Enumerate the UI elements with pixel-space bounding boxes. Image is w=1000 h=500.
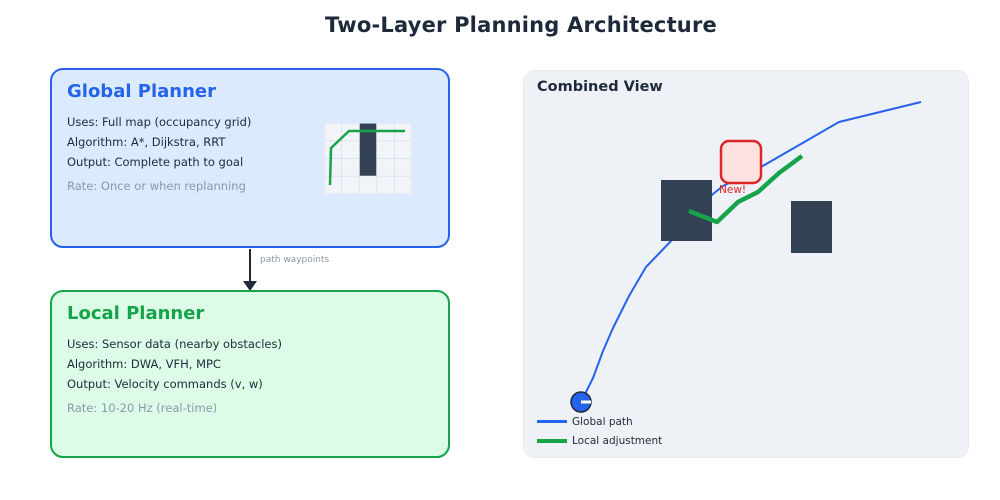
global-planner-box: Global Planner Uses: Full map (occupancy… — [50, 68, 450, 248]
new-obstacle — [719, 139, 763, 185]
combined-view-title: Combined View — [537, 79, 663, 95]
grid-obstacle-cells — [358, 123, 378, 177]
page-title: Two-Layer Planning Architecture — [325, 13, 717, 37]
occupancy-grid-thumbnail — [324, 123, 412, 194]
local-planner-rate: Rate: 10-20 Hz (real-time) — [67, 401, 218, 415]
flow-arrow-label: path waypoints — [260, 255, 330, 265]
obstacle-right — [791, 201, 832, 253]
global-planner-rate: Rate: Once or when replanning — [67, 179, 246, 193]
global-planner-algorithm: Algorithm: A*, Dijkstra, RRT — [67, 135, 226, 149]
local-planner-output: Output: Velocity commands (v, w) — [67, 377, 263, 391]
flow-arrow-head — [243, 281, 257, 291]
legend-item-local-adjustment: Local adjustment — [537, 431, 662, 450]
local-planner-box: Local Planner Uses: Sensor data (nearby … — [50, 290, 450, 458]
local-adjustment-legend-swatch — [537, 438, 567, 443]
local-planner-uses: Uses: Sensor data (nearby obstacles) — [67, 337, 282, 351]
new-obstacle-label: New! — [719, 184, 746, 196]
global-planner-title: Global Planner — [67, 81, 217, 102]
local-planner-title: Local Planner — [67, 303, 205, 324]
local-planner-algorithm: Algorithm: DWA, VFH, MPC — [67, 357, 221, 371]
global-path-line — [580, 101, 922, 403]
obstacle-left — [661, 180, 712, 241]
combined-view-canvas: New! — [570, 101, 922, 413]
legend: Global path Local adjustment — [537, 412, 662, 450]
local-adjustment-line — [688, 154, 804, 225]
global-planner-uses: Uses: Full map (occupancy grid) — [67, 115, 252, 129]
combined-view-panel: New! Combined View Global path Local adj… — [523, 70, 969, 458]
grid-path-line — [328, 129, 405, 186]
global-path-legend-swatch — [537, 420, 567, 423]
flow-arrow-line — [249, 249, 251, 282]
global-planner-output: Output: Complete path to goal — [67, 155, 244, 169]
global-path-legend-label: Global path — [572, 415, 633, 428]
local-adjustment-legend-label: Local adjustment — [572, 434, 663, 447]
legend-item-global-path: Global path — [537, 412, 662, 431]
